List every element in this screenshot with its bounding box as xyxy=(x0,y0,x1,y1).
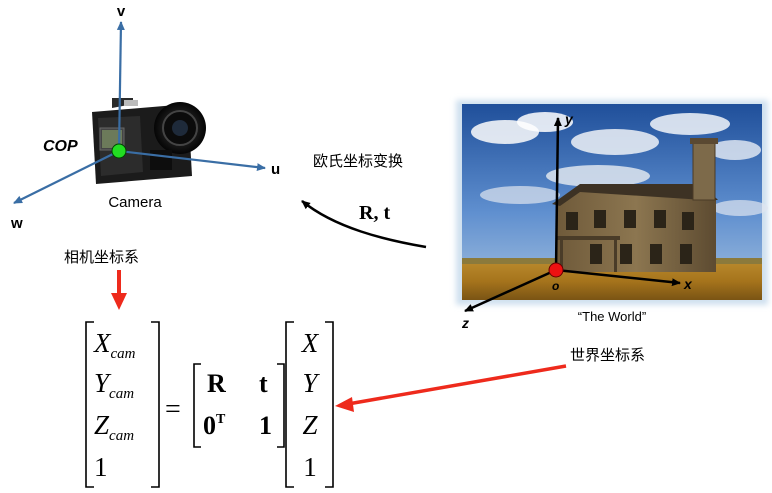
transform-equation: Xcam Ycam Zcam 1 = R t 0T 1 X Y Z 1 xyxy=(86,322,333,487)
equals-sign: = xyxy=(165,394,181,425)
world-origin-dot xyxy=(549,263,563,277)
z-axis-label: z xyxy=(461,315,469,331)
w-axis-label: w xyxy=(10,215,23,232)
rhs-right-bracket xyxy=(325,322,333,487)
photo-caption: “The World” xyxy=(578,309,646,324)
matrix-right-bracket xyxy=(277,364,284,447)
rhs-x: X xyxy=(301,328,320,358)
camera-coord-pointer-arrow xyxy=(111,270,127,310)
camera-label: Camera xyxy=(108,194,162,211)
u-axis-label: u xyxy=(271,161,280,178)
lhs-y-cam: Ycam xyxy=(94,368,134,402)
x-axis-label: x xyxy=(683,276,693,292)
world-photo: y x o xyxy=(456,100,768,311)
matrix-t: t xyxy=(259,369,268,398)
lhs-x-cam: Xcam xyxy=(93,328,136,362)
lhs-left-bracket xyxy=(86,322,94,487)
v-axis-label: v xyxy=(117,3,126,20)
world-coord-pointer-arrow xyxy=(335,366,566,412)
lhs-right-bracket xyxy=(151,322,159,487)
transform-symbol: R, t xyxy=(359,202,390,224)
matrix-zero-transpose: 0T xyxy=(203,411,226,440)
rhs-left-bracket xyxy=(286,322,294,487)
matrix-left-bracket xyxy=(194,364,201,447)
y-axis-label: y xyxy=(564,111,574,127)
rhs-y: Y xyxy=(302,368,320,398)
transform-label: 欧氏坐标变换 xyxy=(313,152,403,170)
matrix-one: 1 xyxy=(259,411,272,440)
camera-coord-system-label: 相机坐标系 xyxy=(64,248,139,266)
cop-dot xyxy=(112,144,126,158)
lhs-one: 1 xyxy=(94,452,108,482)
cop-label: COP xyxy=(43,138,78,155)
rhs-z: Z xyxy=(302,410,318,440)
origin-label: o xyxy=(552,279,559,293)
matrix-r: R xyxy=(207,369,226,398)
world-coord-system-label: 世界坐标系 xyxy=(570,346,645,364)
lhs-z-cam: Zcam xyxy=(94,410,134,444)
rhs-one: 1 xyxy=(303,452,317,482)
camera-illustration xyxy=(92,98,206,184)
